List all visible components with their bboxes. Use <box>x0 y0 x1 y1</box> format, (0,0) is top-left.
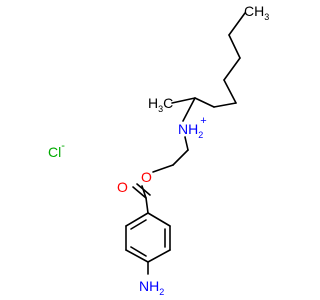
atom-nh2-plus: NH2+ <box>178 115 207 140</box>
ring-bond-4 <box>125 249 149 263</box>
atom-h3c-branch: H3C <box>148 95 173 114</box>
structure-diagram: CH3 H3C NH2+ O O NH2 Cl- <box>48 3 269 297</box>
bond-c3-c2 <box>194 97 215 108</box>
atom-carbonyl-oxygen: O <box>117 179 128 195</box>
ring-bond-6 <box>125 212 149 227</box>
ring-bond-1 <box>147 212 171 227</box>
bond-c2-n <box>182 97 196 122</box>
atom-ester-oxygen: O <box>141 169 152 185</box>
bond-c7-c6 <box>228 34 241 59</box>
bond-carbonyl-o-a <box>132 186 147 199</box>
bond-ch2-ch2 <box>172 149 189 166</box>
bond-c2-methyl <box>171 97 196 104</box>
bond-c8-c7 <box>228 12 246 36</box>
atom-chloride: Cl- <box>48 140 65 160</box>
bond-ch2-o <box>152 164 174 173</box>
bond-n-ch2 <box>184 136 189 151</box>
ring-bond-3 <box>147 249 171 263</box>
bond-c4-c3 <box>213 102 237 108</box>
atom-ch3-terminal: CH3 <box>244 3 269 22</box>
ring-inner-double-3 <box>130 219 147 230</box>
bond-carbonyl-ring <box>145 197 149 214</box>
ring-inner-double-2 <box>130 246 147 257</box>
atom-amino: NH2 <box>139 278 164 297</box>
bond-c6-c5 <box>223 57 241 81</box>
bond-carbonyl-o-b <box>136 183 151 196</box>
bond-c5-c4 <box>223 79 237 104</box>
